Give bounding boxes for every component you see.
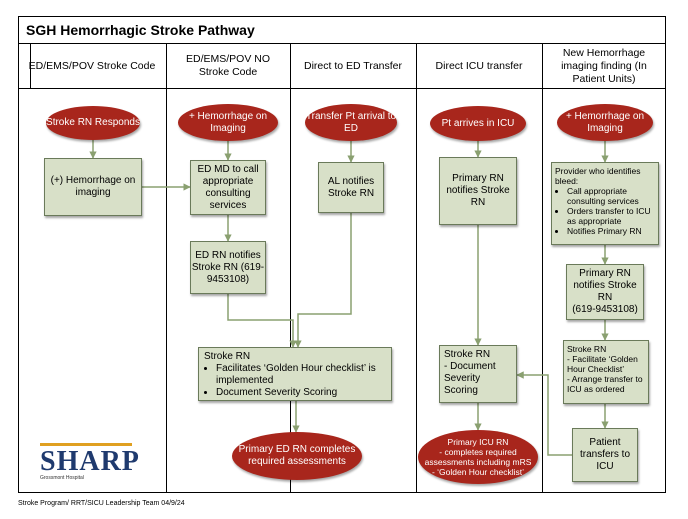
primary-rn-notifies-box: Primary RN notifies Stroke RN (439, 157, 517, 225)
sharp-logo: SHARP Grossmont Hospital (40, 443, 139, 483)
column-divider (30, 44, 31, 88)
start-transfer-arrival: Transfer Pt arrival to ED (305, 104, 397, 141)
logo-subtitle: Grossmont Hospital (40, 475, 84, 481)
hemorrhage-on-imaging-box: (+) Hemorrhage on imaging (44, 158, 142, 216)
column-divider (416, 44, 417, 493)
inpatient-stroke-rn-line: - Arrange transfer to ICU as ordered (567, 374, 643, 394)
icu-stroke-rn-box: Stroke RN - Document Severity Scoring (439, 345, 517, 403)
inpatient-primary-rn-text: Primary RN notifies Stroke RN (573, 268, 637, 303)
provider-item: Call appropriate consulting services (567, 186, 655, 206)
primary-ed-rn-completes: Primary ED RN completes required assessm… (232, 432, 362, 480)
provider-item: Notifies Primary RN (567, 226, 655, 236)
column-header-no-stroke-code: ED/EMS/POV NO Stroke Code (185, 53, 270, 78)
inpatient-stroke-rn-box: Stroke RN - Facilitate ‘Golden Hour Chec… (563, 340, 649, 404)
start-hemorrhage-on-imaging: + Hemorrhage on Imaging (178, 104, 278, 141)
stroke-rn-title: Stroke RN (204, 351, 251, 362)
logo-accent-bar (40, 443, 132, 446)
stroke-rn-golden-hour-box: Stroke RN Facilitates ‘Golden Hour check… (198, 347, 392, 401)
primary-icu-rn-line: - ‘Golden Hour checklist’ (431, 467, 525, 477)
column-divider (542, 44, 543, 493)
provider-identifies-bleed-box: Provider who identifies bleed: Call appr… (551, 162, 659, 245)
icu-stroke-rn-line: - Document Severity Scoring (444, 361, 496, 396)
start-stroke-rn-responds: Stroke RN Responds (46, 106, 140, 140)
page-title: SGH Hemorrhagic Stroke Pathway (18, 16, 666, 44)
logo-wordmark: SHARP (40, 446, 140, 477)
inpatient-stroke-rn-line: - Facilitate ‘Golden Hour Checklist’ (567, 354, 638, 374)
ed-rn-notifies-box: ED RN notifies Stroke RN (619-9453108) (190, 241, 266, 294)
footer-note: Stroke Program/ RRT/SICU Leadership Team… (18, 500, 185, 507)
column-divider (290, 44, 291, 493)
header-divider (18, 88, 666, 89)
column-divider (166, 44, 167, 493)
primary-icu-rn-title: Primary ICU RN (447, 437, 509, 447)
column-header-inpatient: New Hemorrhage imaging finding (In Patie… (561, 46, 647, 85)
provider-item: Orders transfer to ICU as appropriate (567, 206, 655, 226)
inpatient-stroke-rn-title: Stroke RN (567, 344, 607, 354)
al-notifies-box: AL notifies Stroke RN (318, 162, 384, 213)
column-header-icu-transfer: Direct ICU transfer (435, 59, 523, 72)
inpatient-primary-rn-box: Primary RN notifies Stroke RN (619-94531… (566, 264, 644, 320)
column-header-ed-transfer: Direct to ED Transfer (303, 59, 403, 72)
icu-stroke-rn-title: Stroke RN (444, 349, 491, 360)
ed-md-consult-box: ED MD to call appropriate consulting ser… (190, 160, 266, 215)
start-inpatient-hemorrhage: + Hemorrhage on Imaging (557, 104, 653, 141)
pathway-frame (18, 16, 666, 493)
primary-icu-rn-completes: Primary ICU RN - completes required asse… (418, 430, 538, 484)
stroke-rn-item: Facilitates ‘Golden Hour checklist’ is i… (216, 363, 386, 387)
patient-transfers-box: Patient transfers to ICU (572, 428, 638, 482)
provider-intro: Provider who identifies bleed: (555, 166, 641, 186)
stroke-rn-item: Document Severity Scoring (216, 387, 386, 399)
primary-icu-rn-line: - completes required assessments includi… (424, 447, 532, 467)
start-pt-arrives-icu: Pt arrives in ICU (430, 106, 526, 141)
column-header-stroke-code: ED/EMS/POV Stroke Code (28, 59, 156, 72)
inpatient-primary-rn-phone: (619-9453108) (572, 304, 638, 315)
